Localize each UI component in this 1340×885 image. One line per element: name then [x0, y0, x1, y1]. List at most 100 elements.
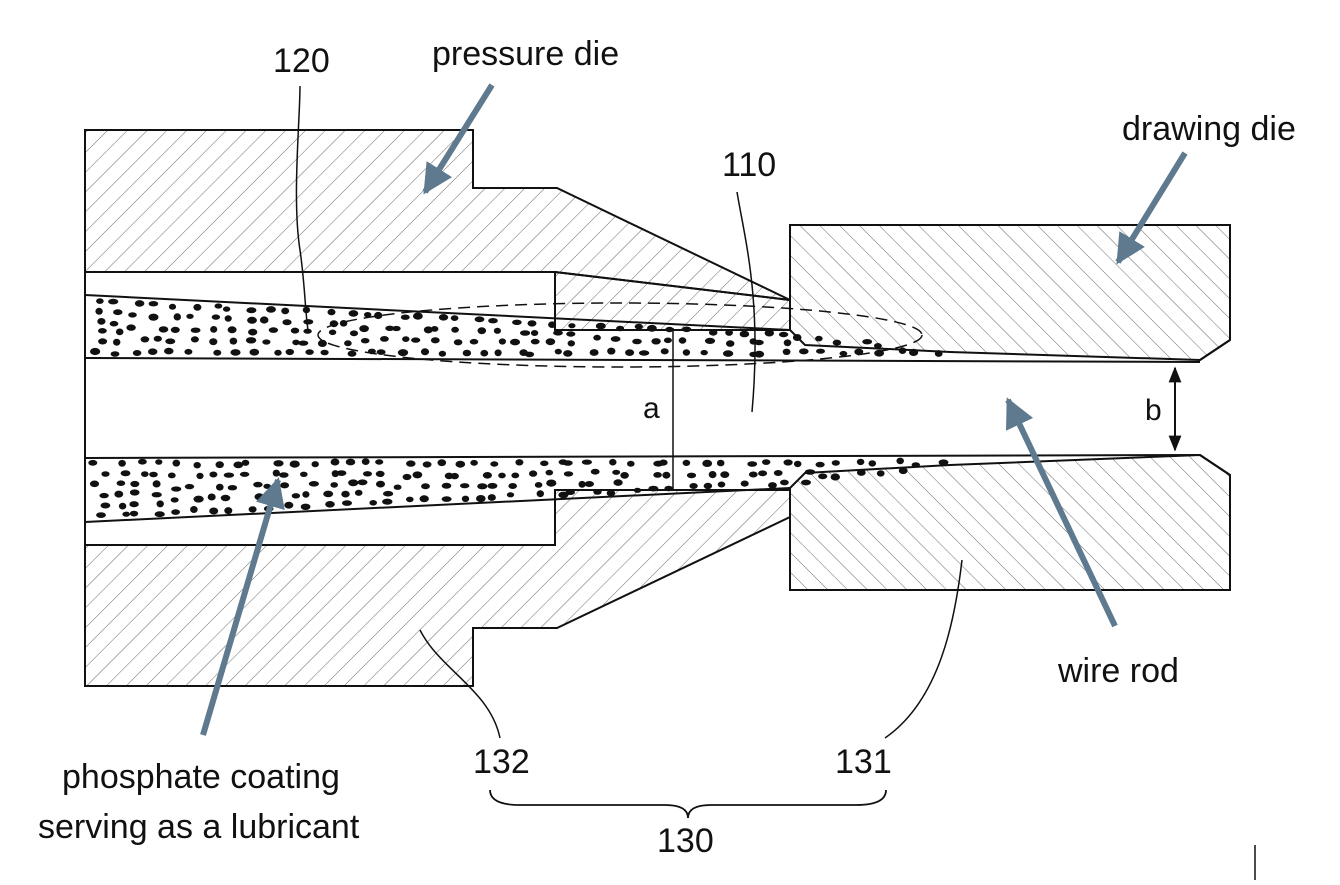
coating-particle	[90, 348, 100, 355]
coating-particle	[369, 500, 377, 506]
coating-particle	[184, 349, 192, 355]
coating-particle	[720, 471, 729, 478]
coating-particle	[585, 481, 594, 487]
coating-particle	[358, 479, 368, 485]
coating-particle	[537, 490, 544, 497]
coating-particle	[122, 512, 130, 517]
coating-particle	[568, 340, 575, 346]
coating-particle	[593, 489, 601, 495]
coating-particle	[774, 470, 783, 476]
coating-particle	[498, 473, 506, 479]
ref-130: 130	[657, 822, 714, 860]
coating-particle	[174, 313, 181, 320]
coating-particle	[439, 351, 446, 357]
coating-particle	[247, 317, 257, 324]
wire-rod-top-surface	[85, 358, 1200, 362]
coating-particle	[111, 351, 120, 357]
coating-particle	[215, 303, 223, 308]
coating-particle	[494, 328, 501, 334]
coating-particle	[625, 349, 634, 356]
coating-particle	[330, 482, 338, 488]
coating-particle	[312, 461, 319, 467]
coating-particle	[607, 490, 615, 497]
coating-particle	[423, 461, 432, 467]
coating-particle	[121, 470, 131, 476]
coating-particle	[169, 304, 176, 310]
coating-particle	[108, 299, 118, 305]
coating-particle	[664, 338, 672, 344]
coating-particle	[488, 494, 496, 501]
coating-particle	[634, 488, 641, 493]
coating-particle	[190, 506, 198, 513]
coating-particle	[701, 350, 708, 355]
coating-particle	[540, 461, 548, 467]
coating-particle	[341, 491, 349, 498]
coating-particle	[442, 483, 452, 489]
coating-particle	[113, 309, 122, 315]
coating-particle	[301, 504, 311, 510]
coating-particle	[535, 482, 543, 488]
coating-particle	[896, 458, 904, 465]
coating-particle	[648, 486, 658, 492]
coating-particle	[555, 349, 562, 355]
coating-particle	[702, 460, 712, 467]
coating-particle	[376, 481, 385, 488]
coating-particle	[98, 328, 107, 334]
coating-particle	[154, 336, 162, 342]
coating-particle	[421, 483, 430, 489]
coating-particle	[394, 485, 402, 490]
coating-particle	[709, 471, 717, 478]
coating-particle	[191, 328, 201, 333]
coating-particle	[164, 348, 173, 355]
coating-particle	[508, 483, 517, 489]
coating-particle	[912, 462, 920, 467]
coating-particle	[155, 511, 165, 517]
coating-particle	[413, 471, 423, 478]
coating-particle	[874, 343, 882, 349]
coating-particle	[213, 350, 221, 356]
coating-particle	[816, 349, 825, 354]
coating-particle	[362, 458, 370, 465]
coating-particle	[148, 348, 157, 355]
coating-particle	[705, 338, 715, 344]
coating-particle	[96, 512, 106, 518]
coating-particle	[171, 497, 179, 502]
coating-particle	[477, 483, 487, 489]
coating-particle	[130, 489, 140, 495]
coating-particle	[173, 460, 181, 467]
coating-particle	[480, 350, 488, 357]
coating-particle	[223, 306, 230, 311]
coating-particle	[616, 326, 624, 332]
coating-particle	[831, 473, 840, 480]
coating-particle	[157, 500, 164, 507]
coating-particle	[862, 339, 872, 344]
coating-particle	[228, 485, 237, 490]
coating-particle	[568, 323, 575, 328]
coating-particle	[298, 341, 308, 346]
coating-particle	[510, 339, 520, 346]
label-phosphate-line2: serving as a lubricant	[38, 808, 360, 846]
coating-particle	[664, 486, 673, 492]
coating-particle	[659, 460, 667, 466]
coating-particle	[529, 470, 537, 476]
coating-particle	[635, 324, 643, 330]
coating-particle	[171, 486, 181, 491]
coating-particle	[475, 316, 485, 322]
coating-particle	[346, 459, 356, 466]
coating-particle	[682, 327, 691, 333]
coating-particle	[614, 479, 623, 486]
coating-particle	[470, 339, 479, 345]
coating-particle	[274, 350, 281, 356]
coating-particle	[754, 351, 764, 358]
coating-particle	[438, 459, 447, 466]
coating-particle	[186, 314, 193, 319]
coating-particle	[216, 461, 224, 468]
coating-particle	[683, 460, 691, 466]
coating-particle	[383, 491, 393, 497]
coating-particle	[762, 459, 770, 465]
coating-particle	[126, 324, 135, 330]
coating-particle	[515, 459, 523, 465]
coating-particle	[723, 350, 733, 357]
coating-particle	[818, 473, 827, 479]
label-phosphate-line1: phosphate coating	[62, 758, 340, 796]
